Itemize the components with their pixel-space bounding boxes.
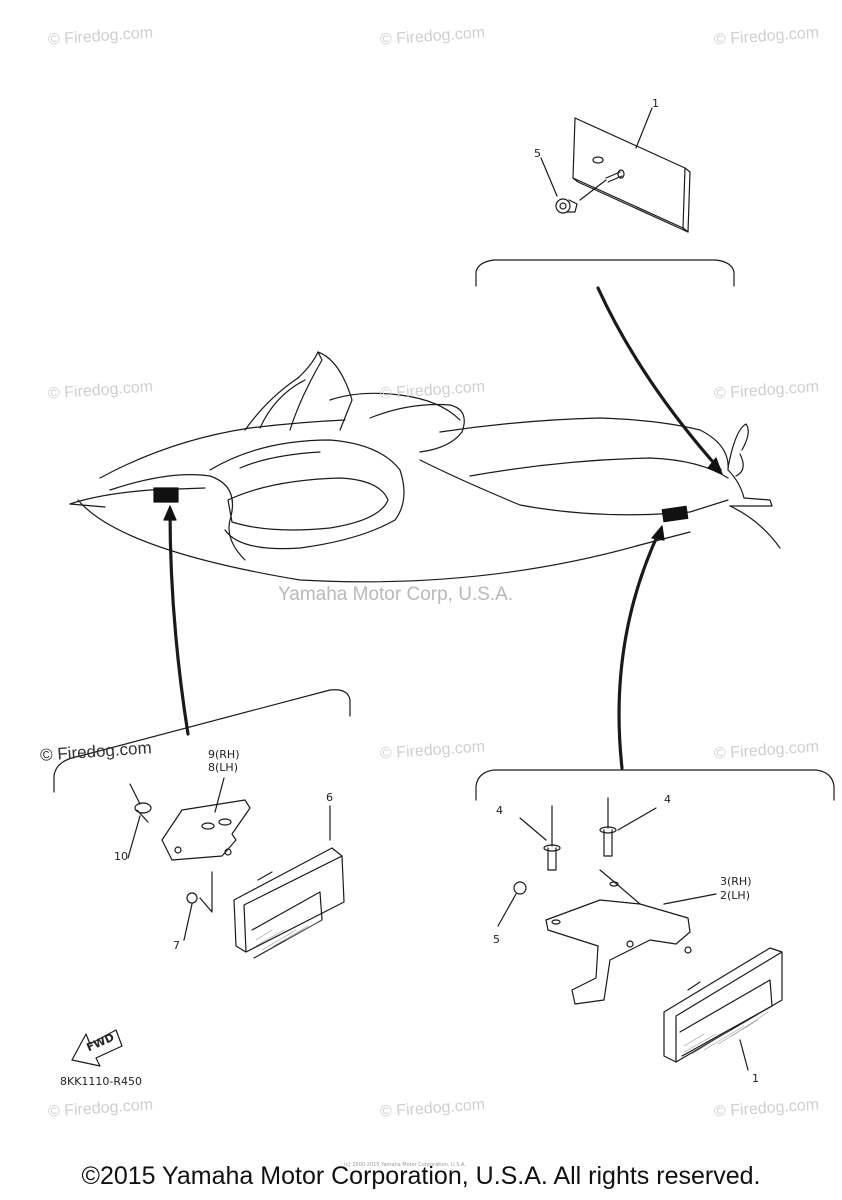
- diagram-code: 8KK1110-R450: [60, 1075, 143, 1088]
- leader-arrows: [168, 286, 722, 770]
- right-reflector-detail: [475, 769, 835, 1071]
- top-reflector-detail: [475, 107, 735, 287]
- left-reflector-detail: [53, 689, 351, 959]
- callout-number: 7: [173, 939, 180, 952]
- callout-number: 4: [664, 793, 671, 806]
- center-watermark: Yamaha Motor Corp, U.S.A.: [278, 584, 514, 605]
- callout-number: 5: [534, 147, 541, 160]
- callout-number: 6: [326, 791, 333, 804]
- copyright-footer: ©2015 Yamaha Motor Corporation, U.S.A. A…: [81, 1162, 761, 1190]
- arrowheads: [163, 457, 723, 541]
- callout-number: 1: [752, 1072, 759, 1085]
- callout-number: 5: [493, 933, 500, 946]
- tiny-copyright: (c) 2000-2015 Yamaha Motor Corporation, …: [344, 1162, 466, 1168]
- callout-number: 9(RH): [208, 748, 240, 761]
- callout-number: 2(LH): [720, 889, 750, 902]
- callout-number: 3(RH): [720, 875, 752, 888]
- callout-number: 8(LH): [208, 761, 238, 774]
- callout-number: 1: [652, 97, 659, 110]
- watercraft-outline: [69, 351, 781, 583]
- callout-number: 4: [496, 804, 503, 817]
- callout-number: 10: [114, 850, 128, 863]
- fwd-arrow-icon: [71, 1029, 123, 1067]
